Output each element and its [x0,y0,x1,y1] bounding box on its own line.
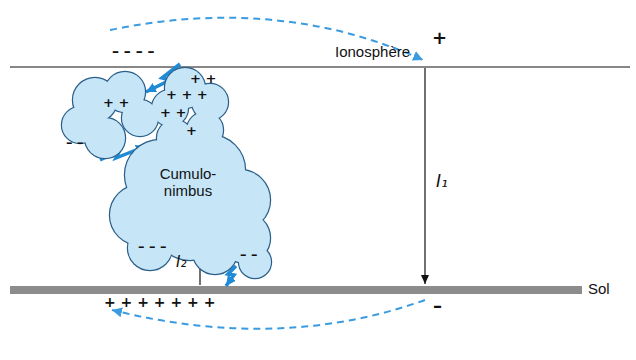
charge-sign: – [433,296,442,316]
charge-sign: + [432,28,447,48]
charge-sign: – – [240,248,258,262]
charge-sign: – – [66,136,84,150]
ground-bar [10,286,582,294]
current-label: I₂ [176,254,186,271]
cloud-label: Cumulo- nimbus [152,165,224,200]
charge-sign: + + + [166,88,208,102]
charge-sign: + + + + + + + [104,295,215,310]
ionosphere-line [10,66,630,67]
current-label: I₁ [436,172,448,191]
return-path [110,18,423,60]
charge-sign: + + [190,72,216,86]
charge-sign: – – – – [112,44,155,59]
region-label: Ionosphère [335,44,410,61]
region-label: Sol [588,281,610,298]
charge-sign: + [186,124,197,138]
current-arrow [424,68,425,284]
charge-sign: + + [160,106,186,120]
charge-sign: + + [103,96,129,110]
charge-sign: – – – [138,240,167,254]
